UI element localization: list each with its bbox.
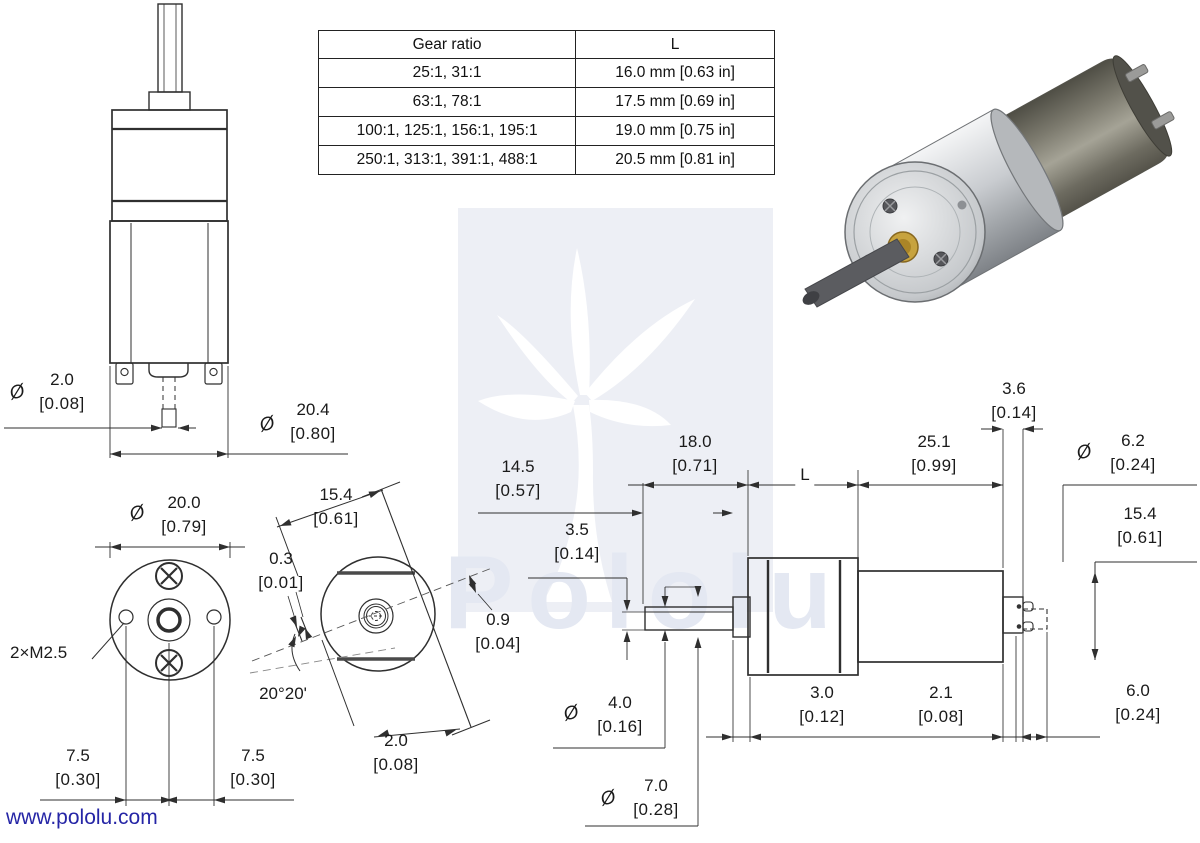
shaft-end-view [249, 481, 493, 740]
dim-face-hole-right: 7.5[0.30] [230, 746, 276, 789]
gear-ratio-cell: 250:1, 313:1, 391:1, 488:1 [317, 145, 577, 175]
gear-ratio-cell: 63:1, 78:1 [317, 87, 577, 117]
dim-end-view-width: 15.4[0.61] [313, 485, 359, 528]
dim-side-motor-length: 25.1[0.99] [911, 432, 957, 475]
table-row: 100:1, 125:1, 156:1, 195:1 19.0 mm [0.75… [317, 116, 775, 146]
dim-bushing-length: 3.0[0.12] [799, 683, 845, 726]
gear-ratio-cell: 100:1, 125:1, 156:1, 195:1 [317, 116, 577, 146]
dim-terminal-length: 3.6[0.14] [991, 379, 1037, 422]
table-row: 25:1, 31:1 16.0 mm [0.63 in] [317, 58, 775, 88]
table-row: 250:1, 313:1, 391:1, 488:1 20.5 mm [0.81… [317, 145, 775, 175]
dim-side-front-length: 18.0[0.71] [672, 432, 718, 475]
l-value-cell: 20.5 mm [0.81 in] [575, 145, 775, 175]
table-header-l: L [575, 30, 775, 59]
gear-ratio-cell: 25:1, 31:1 [317, 58, 577, 88]
dim-bushing-diameter: 7.0[0.28] [633, 776, 679, 819]
motor-3d-render [802, 55, 1175, 308]
dim-side-flat-offset: 3.5[0.14] [554, 520, 600, 563]
dim-end-flat-angle: 20°20' [259, 684, 307, 703]
label-mounting-screws: 2×M2.5 [10, 643, 68, 662]
dim-motor-diameter: 15.4[0.61] [1117, 504, 1163, 547]
l-value-cell: 17.5 mm [0.69 in] [575, 87, 775, 117]
dim-gearbox-length-L: L [795, 463, 815, 487]
table-row: 63:1, 78:1 17.5 mm [0.69 in] [317, 87, 775, 117]
dim-end-tip-width: 2.0[0.08] [373, 731, 419, 774]
side-view [478, 425, 1197, 827]
front-view [4, 3, 348, 458]
gear-ratio-table: Gear ratio L 25:1, 31:1 16.0 mm [0.63 in… [317, 30, 775, 175]
face-view [40, 542, 294, 806]
dim-front-body-diameter: 20.4[0.80] [290, 400, 336, 443]
dim-cap-length: 2.1[0.08] [918, 683, 964, 726]
dim-face-hole-left: 7.5[0.30] [55, 746, 101, 789]
dim-shaft-diameter: 4.0[0.16] [597, 693, 643, 736]
l-value-cell: 19.0 mm [0.75 in] [575, 116, 775, 146]
dim-rear-shaft-length: 6.0[0.24] [1115, 681, 1161, 724]
dim-face-outer-diameter: 20.0[0.79] [161, 493, 207, 536]
dim-end-flat-depth: 0.3[0.01] [258, 549, 304, 592]
dim-rear-boss-diameter: 6.2[0.24] [1110, 431, 1156, 474]
l-value-cell: 16.0 mm [0.63 in] [575, 58, 775, 88]
dim-side-flat-depth: 0.9[0.04] [475, 610, 521, 653]
pololu-website-link[interactable]: www.pololu.com [6, 806, 158, 829]
table-header-gear-ratio: Gear ratio [317, 30, 577, 59]
dim-front-shaft-diameter: 2.0[0.08] [39, 370, 85, 413]
dim-side-shaft-length: 14.5[0.57] [495, 457, 541, 500]
